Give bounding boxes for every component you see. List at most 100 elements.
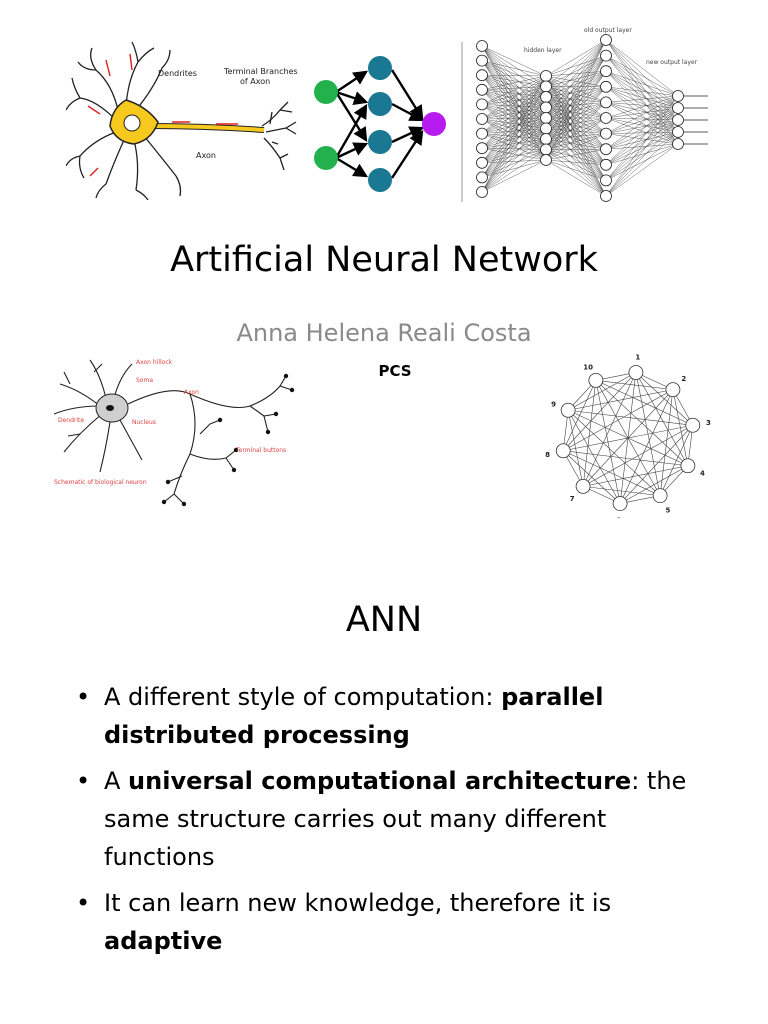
network-node bbox=[540, 70, 552, 82]
network-connection bbox=[481, 86, 547, 105]
network-connection bbox=[605, 55, 679, 97]
network-connection bbox=[605, 55, 679, 145]
network-connection bbox=[481, 45, 547, 87]
network-connection bbox=[481, 138, 547, 178]
network-connection bbox=[481, 133, 547, 140]
network-connection bbox=[545, 71, 607, 161]
network-connection bbox=[545, 39, 607, 150]
network-node bbox=[672, 126, 684, 138]
network-connection bbox=[481, 107, 547, 149]
schematic-axon-label: Axon bbox=[184, 389, 199, 396]
network-connection bbox=[605, 107, 679, 165]
network-connection bbox=[545, 86, 607, 140]
soma-label: Soma bbox=[136, 377, 153, 384]
network-node bbox=[600, 34, 612, 46]
network-connection bbox=[605, 86, 679, 97]
network-connection bbox=[545, 39, 607, 77]
network-connection bbox=[481, 75, 547, 178]
network-connection bbox=[605, 119, 679, 150]
network-connection bbox=[605, 71, 679, 97]
network-connection bbox=[481, 128, 547, 193]
network-connection bbox=[481, 104, 547, 129]
network-node bbox=[540, 101, 552, 114]
network-connection bbox=[605, 71, 679, 109]
content-slide: ANN • A different style of computation: … bbox=[0, 560, 768, 1024]
network-connection bbox=[481, 75, 547, 90]
network-node bbox=[672, 138, 684, 150]
network-node bbox=[476, 127, 488, 140]
graph-node-label: 9 bbox=[551, 401, 556, 409]
graph-node-label: 5 bbox=[665, 507, 670, 515]
graph-edge bbox=[563, 372, 637, 451]
network-connection bbox=[605, 119, 679, 197]
graph-edge bbox=[567, 410, 621, 504]
network-connection bbox=[605, 95, 679, 103]
network-connection bbox=[605, 71, 679, 133]
graph-node-label: 2 bbox=[681, 375, 686, 383]
network-node bbox=[540, 143, 552, 156]
network-connection bbox=[605, 39, 679, 109]
network-connection bbox=[481, 96, 547, 105]
network-connection bbox=[481, 75, 547, 119]
network-connection bbox=[605, 39, 679, 145]
network-connection bbox=[481, 117, 547, 163]
network-connection bbox=[605, 107, 679, 150]
network-connection bbox=[545, 149, 607, 197]
network-connection bbox=[481, 128, 547, 163]
graph-node-label: 3 bbox=[706, 419, 711, 427]
network-connection bbox=[545, 39, 607, 98]
graph-edge bbox=[583, 465, 688, 487]
graph-node bbox=[680, 458, 696, 474]
graph-edge bbox=[595, 380, 689, 466]
network-connection bbox=[605, 95, 679, 181]
bullet-list: • A different style of computation: para… bbox=[76, 678, 716, 968]
network-connection bbox=[481, 75, 547, 108]
graph-node bbox=[555, 443, 571, 459]
network-connection bbox=[605, 86, 679, 133]
old-output-layer-label: old output layer bbox=[584, 27, 632, 34]
network-node bbox=[476, 40, 488, 52]
affiliation-label: PCS bbox=[378, 362, 412, 380]
network-connection bbox=[481, 75, 547, 134]
network-connection bbox=[481, 45, 547, 140]
network-connection bbox=[605, 107, 679, 134]
network-connection bbox=[545, 159, 607, 181]
network-connection bbox=[481, 96, 547, 193]
network-connection bbox=[481, 75, 547, 149]
bullet-marker: • bbox=[76, 683, 91, 711]
network-connection bbox=[545, 55, 607, 129]
network-connection bbox=[481, 89, 547, 98]
network-connection bbox=[481, 107, 547, 163]
network-connection bbox=[545, 71, 607, 150]
network-connection bbox=[545, 55, 607, 150]
network-node bbox=[600, 158, 612, 171]
network-connection bbox=[481, 75, 547, 129]
network-connection bbox=[605, 71, 679, 145]
schematic-caption: Schematic of biological neuron bbox=[54, 479, 147, 486]
network-node bbox=[600, 49, 612, 62]
network-node bbox=[476, 54, 488, 67]
network-connection bbox=[481, 149, 547, 178]
axon-hillock-label: Axon hillock bbox=[136, 359, 173, 366]
terminal-buttons-label: Terminal buttons bbox=[235, 447, 286, 454]
graph-node-label: 1 bbox=[635, 354, 640, 362]
graph-node bbox=[665, 382, 681, 398]
network-connection bbox=[545, 102, 607, 140]
network-connection bbox=[605, 95, 679, 165]
bullet-text: It can learn new knowledge, therefore it… bbox=[104, 889, 612, 917]
network-connection bbox=[605, 117, 679, 133]
graph-edge bbox=[567, 410, 584, 487]
network-connection bbox=[605, 133, 679, 145]
network-connection bbox=[605, 131, 679, 165]
network-node bbox=[476, 83, 488, 96]
network-connection bbox=[545, 133, 607, 161]
network-connection bbox=[605, 107, 679, 181]
network-node bbox=[600, 143, 612, 156]
network-connection bbox=[481, 86, 547, 193]
network-connection bbox=[605, 119, 679, 134]
network-connection bbox=[481, 86, 547, 90]
new-output-layer-label: new output layer bbox=[646, 59, 698, 66]
network-connection bbox=[481, 75, 547, 87]
network-connection bbox=[605, 143, 679, 165]
author-name: Anna Helena Reali Costa bbox=[236, 319, 532, 347]
